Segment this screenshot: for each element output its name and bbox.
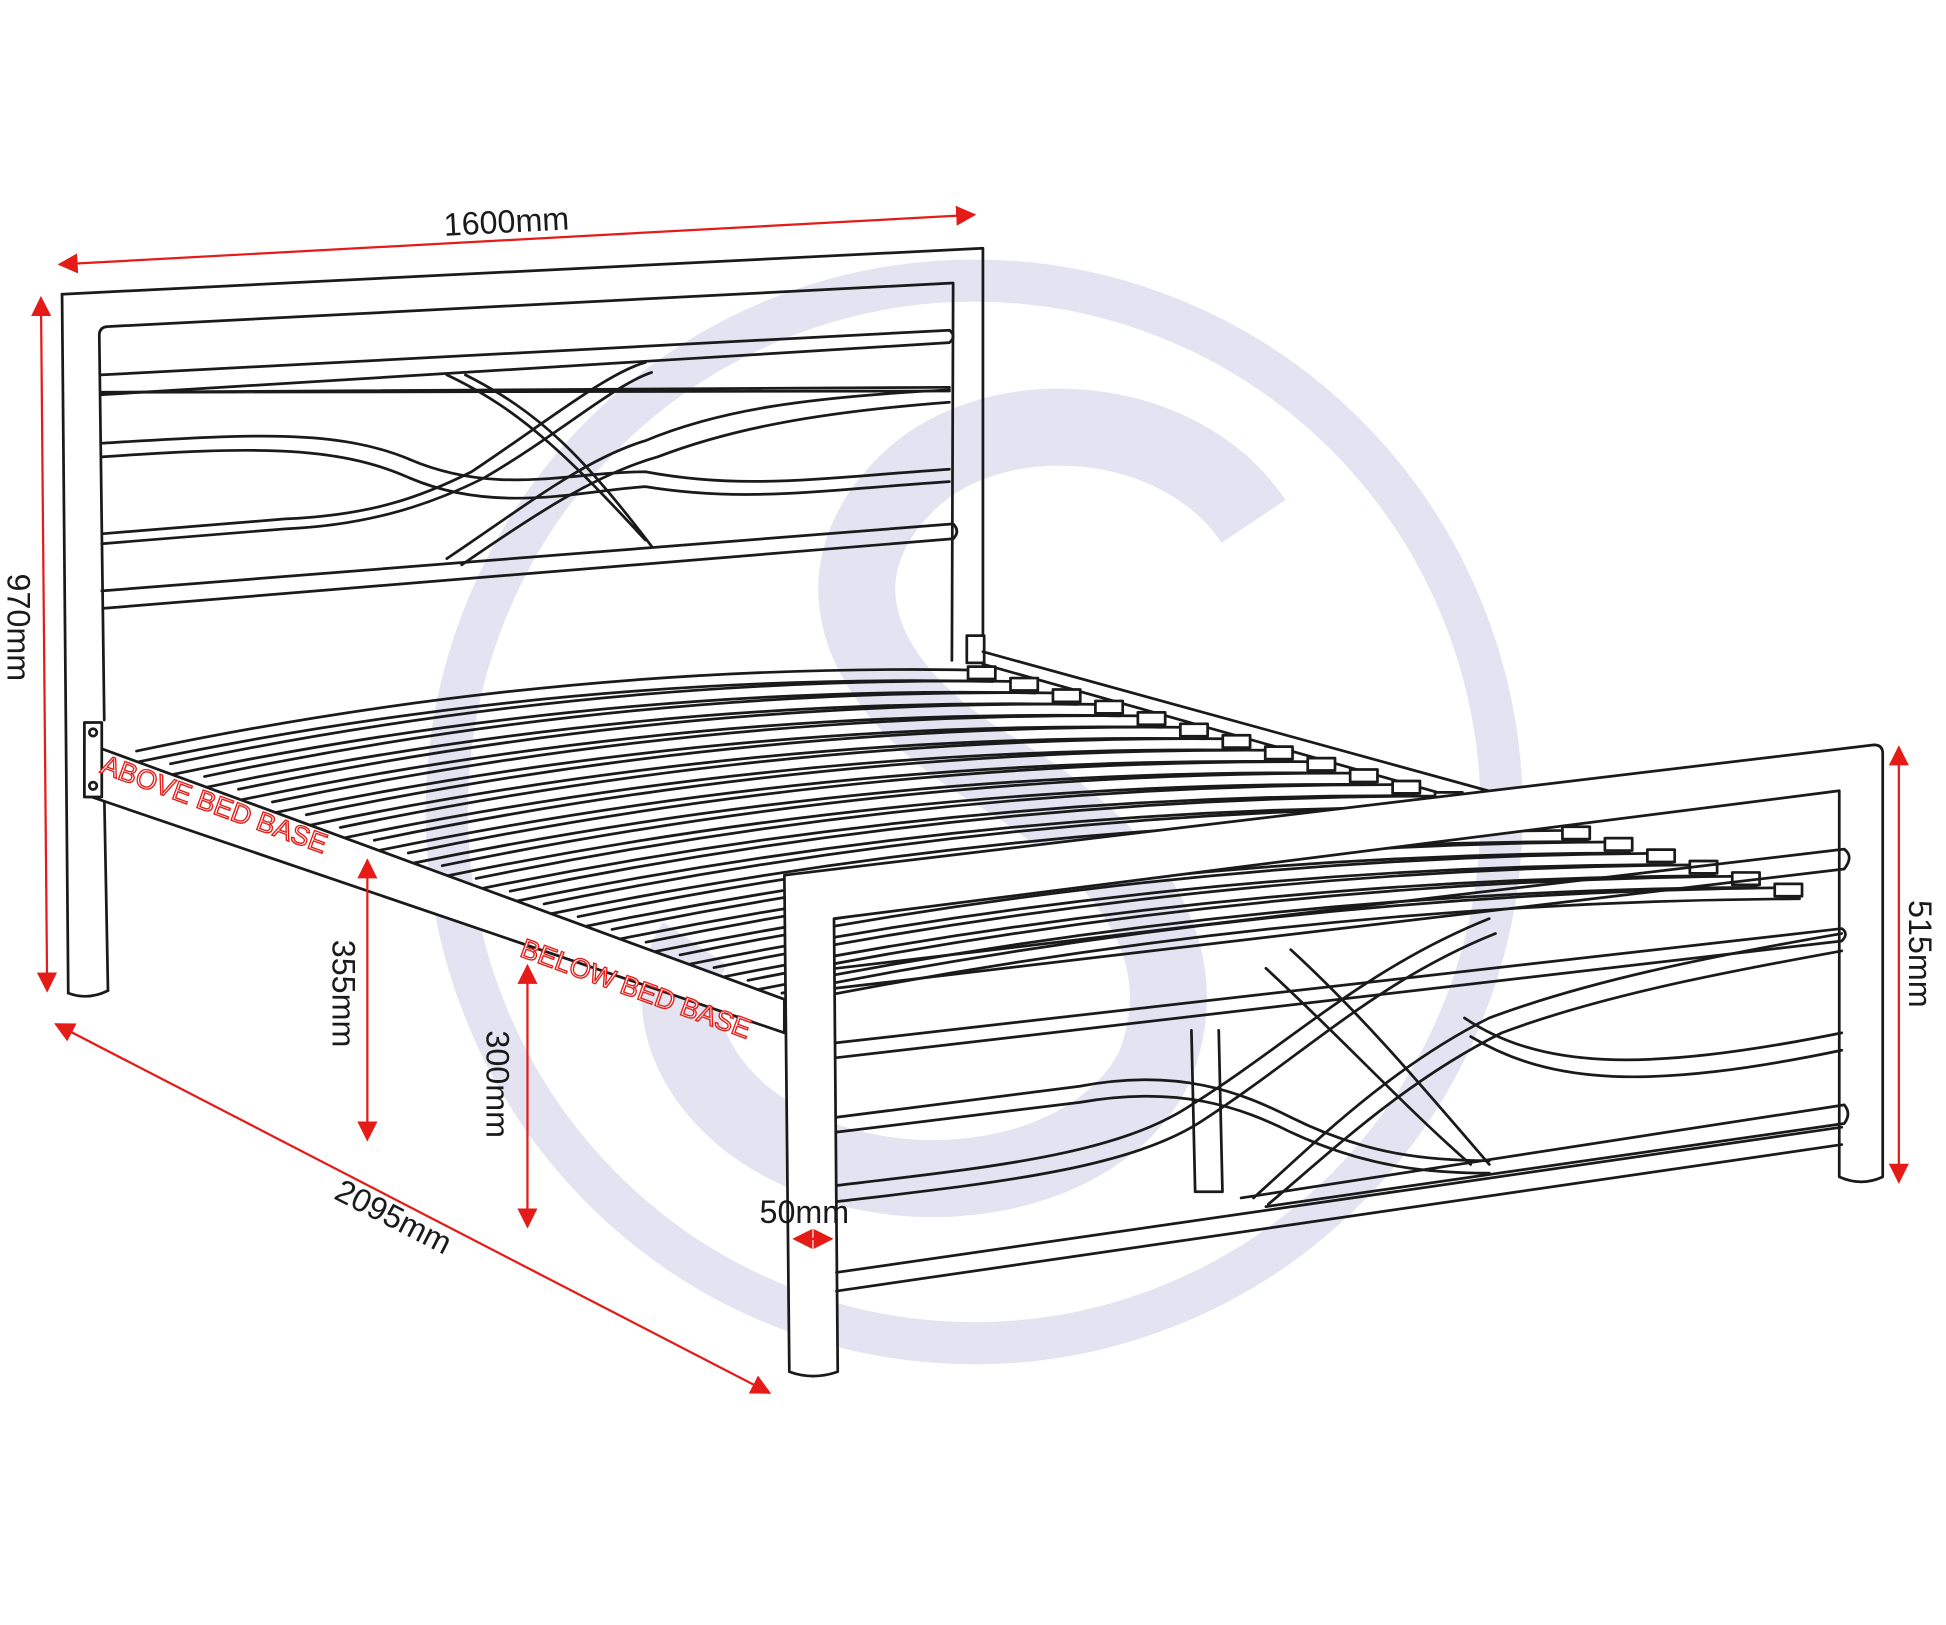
slat-holder [1391,779,1422,795]
dim-length-label: 2095mm [329,1172,457,1261]
headboard-outer-top [60,246,985,662]
dim-post-label: 50mm [760,1194,850,1230]
footboard-wave [1252,932,1844,1206]
slat-holder [1306,756,1337,772]
slat [372,748,1292,842]
slat [474,783,1419,880]
footboard-wave [835,917,1497,1204]
dim-footboard-height-label: 515mm [1902,900,1938,1008]
slat-holder [966,665,997,681]
dim-length-arrow [54,1023,772,1394]
bolt-hole [87,780,99,791]
slat-holder [1263,745,1294,761]
slat [203,691,1080,778]
slat [508,794,1462,893]
slat [406,760,1334,855]
slat [440,771,1377,868]
dim-above-base-label: 355mm [326,940,362,1048]
slat [237,702,1122,791]
slat-holder [1094,699,1125,715]
dim-headboard-height-arrow [31,295,58,993]
slat [474,794,1419,891]
centre-leg [1190,1029,1224,1194]
headboard [60,246,986,998]
slat [372,760,1292,853]
bracket [83,721,104,799]
headboard-bar [100,522,959,610]
headboard-leg-foot [66,989,110,998]
slat [746,885,1759,993]
bolt-hole [87,727,99,738]
footboard-bottom-bar [835,1125,1844,1293]
headboard-left-post [60,292,110,995]
headboard-wave [100,434,411,480]
slat-holder [1221,733,1252,750]
dim-width-arrow [57,205,977,274]
slat-holder [1178,722,1209,738]
bracket [965,634,986,665]
headboard-wave [445,388,951,567]
footboard [782,743,1885,1378]
footboard-bar [835,847,1851,990]
footboard-bar [1239,1103,1850,1209]
dim-headboard-height-label: 970mm [0,574,36,682]
slat [304,736,1207,828]
slat [746,874,1759,982]
slat-holder [1009,676,1040,692]
slat [304,725,1207,817]
dim-below-base-label: 300mm [480,1030,516,1138]
slat-holder [1136,711,1167,727]
footboard-cross [1264,948,1491,1166]
slat [169,679,1037,766]
footboard-frame [782,743,1885,1378]
headboard-bar [100,385,951,394]
slat-holder [1051,688,1082,704]
slat [712,874,1717,981]
footboard-bar [835,927,1847,1060]
slat-holder [1561,825,1592,841]
slat-holder [1645,848,1677,864]
slat [406,771,1334,866]
slat [271,725,1165,815]
slat [440,782,1377,879]
slat [508,805,1462,904]
slat [135,668,995,753]
slat [712,863,1717,970]
headboard-inner-frame [97,281,955,722]
slat [338,737,1249,829]
slat [338,748,1249,841]
headboard-wave [408,457,951,500]
slat-holder [1603,836,1634,852]
headboard-cross [445,373,653,548]
slat-holder [1348,768,1379,784]
footboard-wave [835,1078,1491,1175]
slat-holder [1773,882,1804,898]
slat [271,714,1165,804]
footboard-wave [1463,1016,1844,1079]
dim-width-label: 1600mm [443,200,570,243]
headboard-bar [99,328,955,397]
